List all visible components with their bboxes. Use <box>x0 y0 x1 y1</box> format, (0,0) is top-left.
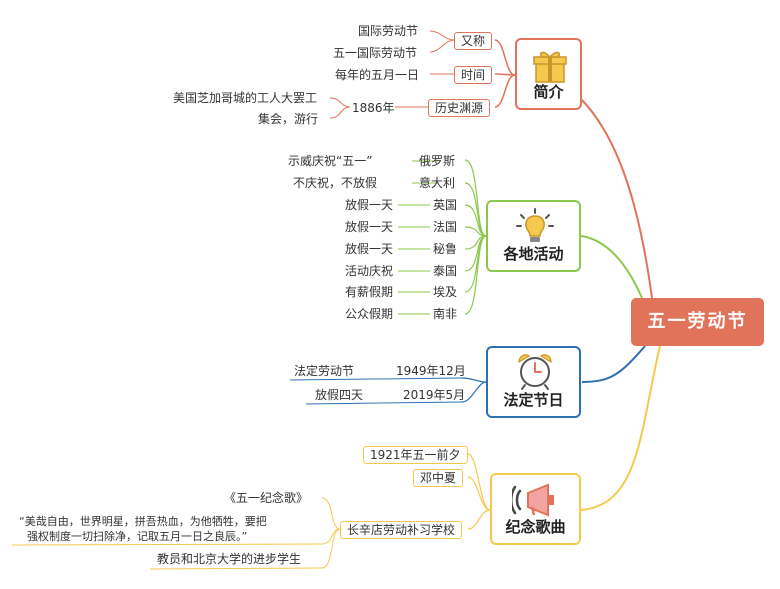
category-songs[interactable]: 纪念歌曲 <box>490 473 581 545</box>
category-activities-label: 各地活动 <box>503 245 564 263</box>
activity-russia: 示威庆祝“五一” <box>288 154 373 168</box>
holiday-date-1949: 1949年12月 <box>396 364 466 378</box>
country-russia: 俄罗斯 <box>419 154 456 168</box>
category-intro-label: 简介 <box>533 83 564 101</box>
activity-italy: 不庆祝，不放假 <box>293 176 378 190</box>
gift-icon <box>533 51 567 83</box>
root-node[interactable]: 五一劳动节 <box>631 298 764 346</box>
category-holiday-label: 法定节日 <box>503 391 564 409</box>
country-france: 法国 <box>433 220 458 234</box>
activity-egypt: 有薪假期 <box>345 285 394 299</box>
tag-time[interactable]: 时间 <box>454 66 493 84</box>
country-thailand: 泰国 <box>433 264 458 278</box>
root-label: 五一劳动节 <box>647 311 748 332</box>
song-title: 《五一纪念歌》 <box>224 491 309 505</box>
intro-history-detail-2: 集会，游行 <box>258 112 319 126</box>
country-egypt: 埃及 <box>433 285 458 299</box>
song-school[interactable]: 长辛店劳动补习学校 <box>340 521 463 539</box>
song-lyrics-line-2: 强权制度一切扫除净，记取五月一日之良辰。” <box>27 530 248 543</box>
category-intro[interactable]: 简介 <box>515 38 582 110</box>
country-italy: 意大利 <box>419 176 456 190</box>
intro-alias-2: 五一国际劳动节 <box>333 46 418 60</box>
category-songs-label: 纪念歌曲 <box>505 518 566 536</box>
intro-history-detail-1: 美国芝加哥城的工人大罢工 <box>173 91 318 105</box>
tag-also-known-as[interactable]: 又称 <box>454 32 493 50</box>
activity-peru: 放假一天 <box>345 242 394 256</box>
intro-alias-1: 国际劳动节 <box>358 24 419 38</box>
activity-south-africa: 公众假期 <box>345 307 394 321</box>
activity-france: 放假一天 <box>345 220 394 234</box>
song-origin-1921[interactable]: 1921年五一前夕 <box>363 446 468 464</box>
intro-year: 1886年 <box>352 101 395 115</box>
activity-uk: 放假一天 <box>345 198 394 212</box>
country-peru: 秘鲁 <box>433 242 458 256</box>
song-lyrics-line-1: “美哉自由，世界明星，拼吾热血，为他牺牲，要把 <box>19 515 267 528</box>
category-holiday[interactable]: 法定节日 <box>486 346 581 418</box>
country-uk: 英国 <box>433 198 458 212</box>
tag-history[interactable]: 历史渊源 <box>428 99 491 117</box>
holiday-note-2019: 放假四天 <box>315 388 364 402</box>
holiday-note-1949: 法定劳动节 <box>294 364 355 378</box>
song-students: 教员和北京大学的进步学生 <box>157 552 302 566</box>
alarm-clock-icon <box>518 354 552 390</box>
intro-date: 每年的五月一日 <box>335 68 420 82</box>
song-author[interactable]: 邓中夏 <box>413 469 464 487</box>
category-activities[interactable]: 各地活动 <box>486 200 581 272</box>
holiday-date-2019: 2019年5月 <box>403 388 466 402</box>
country-south-africa: 南非 <box>433 307 458 321</box>
activity-thailand: 活动庆祝 <box>345 264 394 278</box>
megaphone-icon <box>512 483 554 517</box>
lightbulb-icon <box>516 208 554 242</box>
